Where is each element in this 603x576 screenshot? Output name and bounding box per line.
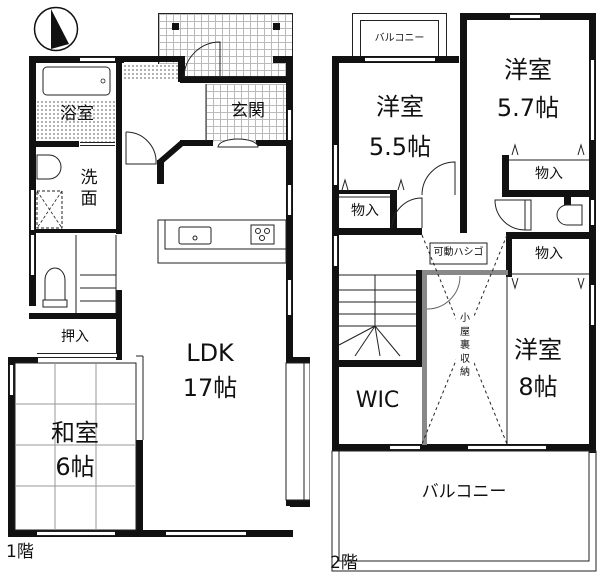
bath-floor [36, 100, 116, 142]
room-size-washitsu: 6帖 [55, 453, 95, 481]
room-label-room-c: 洋室 [514, 336, 562, 364]
room-size-ldk: 17帖 [182, 374, 238, 402]
room-label-ladder: 可動ハシゴ [433, 247, 484, 258]
room-label-washroom: 洗 面 [80, 168, 98, 210]
room-label-bath: 浴室 [60, 104, 94, 124]
room-size-room-b: 5.7帖 [496, 94, 560, 122]
porch-pillar [273, 23, 280, 30]
interior-lines [14, 41, 310, 531]
room-label-room-b: 洋室 [504, 56, 552, 84]
room-label-balcony-large: バルコニー [421, 482, 507, 502]
room-label-attic: 小 屋 裏 収 納 [456, 312, 474, 380]
room-label-washitsu: 和室 [51, 419, 99, 447]
room-size-room-a: 5.5帖 [368, 133, 432, 161]
room-label-room-a: 洋室 [376, 93, 424, 121]
room-label-storage-a: 物入 [351, 203, 379, 219]
room-label-entrance: 玄関 [231, 101, 265, 121]
room-label-storage-b: 物入 [535, 166, 563, 182]
floor-2-plan: バルコニー [320, 0, 603, 576]
porch-pillar [172, 23, 179, 30]
room-label-ldk: LDK [186, 339, 234, 367]
floor-1-caption: 1階 [6, 542, 34, 562]
room-label-wic: WIC [355, 388, 400, 413]
north-arrow-icon [33, 6, 79, 52]
floor-1-plan: 浴室 玄関 洗 面 押入 LDK 17帖 和室 6帖 1階 [0, 0, 310, 562]
room-size-room-c: 8帖 [518, 373, 558, 401]
floor-2-lines [331, 143, 597, 572]
entrance-floor [206, 84, 286, 142]
room-label-balcony-small: バルコニー [374, 33, 425, 44]
utility-floor [123, 64, 179, 79]
floor-2-caption: 2階 [330, 553, 358, 573]
room-label-closet: 押入 [61, 329, 89, 345]
room-label-storage-c: 物入 [535, 246, 563, 262]
